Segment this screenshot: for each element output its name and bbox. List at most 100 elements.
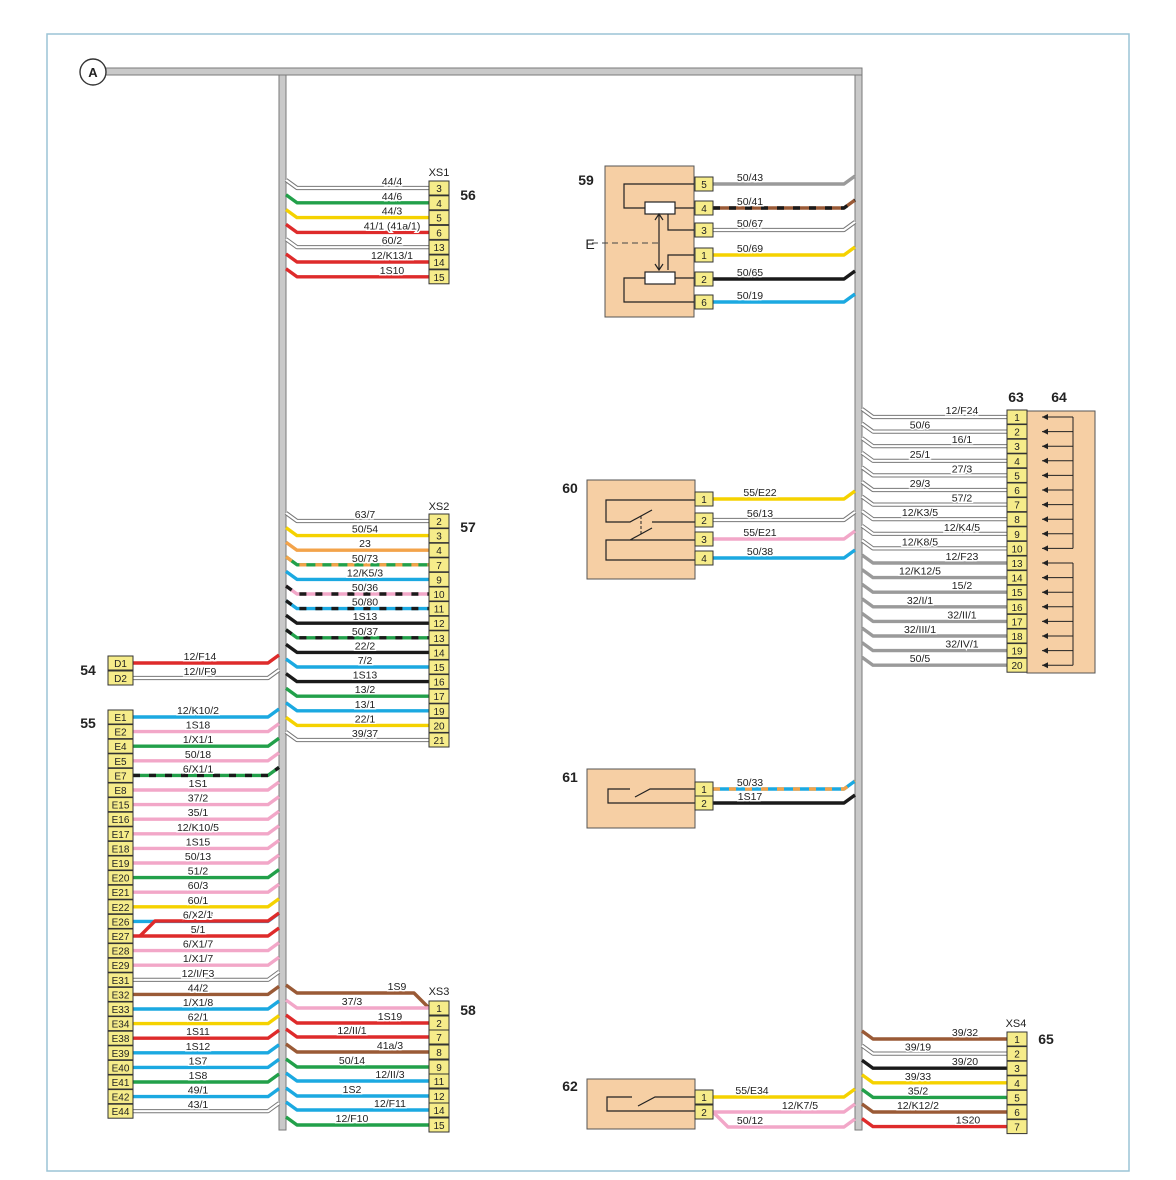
wire-label-57-8: 1S13 — [353, 611, 378, 623]
wire-label-55-E2: 1S18 — [186, 720, 211, 732]
wire-63-15 — [861, 612, 1007, 624]
wire-57-15 — [285, 716, 429, 728]
wire-label-63-4: 25/1 — [910, 449, 931, 461]
pin-65-6-box — [1006, 1104, 1028, 1120]
pin-55-E40-label: E40 — [112, 1063, 130, 1074]
pin-59-4-box — [694, 200, 714, 216]
pin-58-8-box — [428, 1044, 450, 1060]
pin-55-E15-label: E15 — [112, 801, 130, 812]
harness-left-trunk — [278, 71, 287, 1131]
pin-55-E32-label: E32 — [112, 990, 130, 1001]
component-64-arrow-10 — [1042, 545, 1048, 552]
wire-label-57-15: 22/1 — [355, 713, 376, 725]
pin-65-3-label: 3 — [1014, 1064, 1020, 1075]
wire-56-7 — [285, 267, 429, 279]
wire-55-E16 — [133, 809, 280, 821]
wire-label-55-E5: 50/18 — [185, 749, 211, 761]
pin-57-15-box — [428, 659, 450, 675]
pin-58-2-label: 2 — [436, 1019, 442, 1030]
pin-55-E20-label: E20 — [112, 874, 130, 885]
bus-marker-label: A — [88, 65, 98, 80]
pin-55-E4-label: E4 — [114, 742, 127, 753]
pin-65-3-box — [1006, 1060, 1028, 1076]
pin-63-4-box — [1006, 453, 1028, 469]
wire-label-63-3: 16/1 — [952, 434, 973, 446]
wire-62-1 — [713, 1087, 856, 1099]
pin-57-9-box — [428, 571, 450, 587]
wire-label-59-1: 50/43 — [737, 172, 763, 184]
wire-65-7 — [861, 1117, 1007, 1129]
pin-63-9-label: 9 — [1014, 530, 1020, 541]
resistor-upper — [644, 201, 676, 215]
wire-59-2-stripe — [713, 198, 856, 210]
component-59-box — [604, 165, 695, 318]
pin-55-E28-box — [107, 943, 134, 959]
wire-label-59-4: 50/69 — [737, 243, 763, 255]
wire-label-63-10: 12/K8/5 — [902, 536, 938, 548]
component-number-55: 55 — [80, 715, 96, 731]
pin-55-E33-label: E33 — [112, 1005, 130, 1016]
wire-55-E1 — [133, 707, 280, 719]
wire-63-2 — [861, 422, 1007, 433]
wire-62-3 — [711, 1110, 856, 1129]
pin-63-10-box — [1006, 540, 1028, 556]
component-64-arrow-7 — [1042, 501, 1048, 508]
pin-55-E1-box — [107, 709, 134, 725]
wire-label-55-E41: 1S8 — [189, 1070, 208, 1082]
component-60-body — [586, 479, 696, 580]
pin-63-19-box — [1006, 643, 1028, 659]
wire-label-61-2: 1S17 — [738, 791, 763, 803]
pin-56-13-label: 13 — [433, 243, 445, 254]
pin-55-E38-label: E38 — [112, 1034, 130, 1045]
wire-label-63-6: 29/3 — [910, 478, 931, 490]
pin-58-15-label: 15 — [433, 1121, 445, 1132]
component-64-arrow-9 — [1042, 530, 1048, 537]
pin-57-21-label: 21 — [433, 736, 445, 747]
pin-57-16-box — [428, 674, 450, 690]
component-64-arrow-17 — [1042, 647, 1048, 654]
wire-label-55-E40: 1S7 — [189, 1055, 208, 1067]
pin-63-1-box — [1006, 409, 1028, 425]
wire-65-5 — [861, 1088, 1007, 1100]
pin-57-2-label: 2 — [436, 517, 442, 528]
wire-55-E29 — [133, 955, 280, 967]
wire-60-4 — [713, 548, 856, 560]
pin-63-17-label: 17 — [1011, 617, 1023, 628]
wire-57-6-stripe — [285, 584, 429, 596]
pin-57-7-label: 7 — [436, 561, 442, 572]
wire-58-5 — [285, 1042, 429, 1054]
wire-label-56-2: 44/6 — [382, 191, 403, 203]
component-59-body: E — [585, 165, 695, 318]
pin-59-3-label: 3 — [701, 226, 707, 237]
wire-label-56-5: 60/2 — [382, 235, 403, 247]
wire-label-63-18: 50/5 — [910, 653, 931, 665]
pin-55-E29-box — [107, 957, 134, 973]
wire-55-branch-2-1 — [138, 911, 280, 938]
bus-marker-circle — [79, 58, 107, 86]
wire-65-2 — [861, 1044, 1007, 1055]
pin-59-5-box — [694, 176, 714, 192]
wire-63-13 — [861, 582, 1007, 594]
pin-55-E22-box — [107, 899, 134, 915]
wire-label-55-E38: 1S11 — [186, 1026, 210, 1038]
pin-60-1-box — [694, 491, 714, 507]
pin-63-7-box — [1006, 497, 1028, 513]
pin-55-E42-label: E42 — [112, 1093, 130, 1104]
wire-55-E40 — [133, 1058, 280, 1070]
pin-62-2-box — [694, 1104, 714, 1120]
pin-55-E21-label: E21 — [112, 888, 130, 899]
wire-58-7 — [285, 1071, 429, 1083]
wire-55-E31 — [133, 970, 280, 981]
wire-55-E33 — [133, 999, 280, 1011]
wire-label-58-5: 41a/3 — [377, 1040, 403, 1052]
component-64-arrow-18 — [1042, 662, 1048, 669]
pin-55-E18-label: E18 — [112, 844, 130, 855]
pin-63-8-box — [1006, 511, 1028, 527]
pin-55-E33-box — [107, 1001, 134, 1017]
component-64-arrow-1 — [1042, 414, 1048, 420]
wire-label-57-3: 23 — [359, 538, 371, 550]
pin-56-13-box — [428, 239, 450, 255]
pin-55-E21-box — [107, 884, 134, 900]
pin-55-E15-box — [107, 797, 134, 813]
